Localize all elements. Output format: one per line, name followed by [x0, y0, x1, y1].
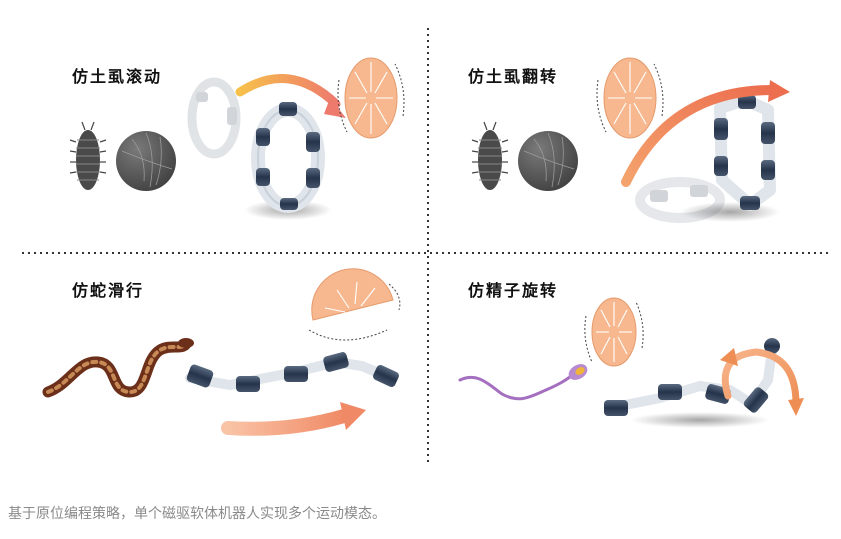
- figure: 仿土虱滚动 仿土虱翻转 仿蛇滑行 仿精子旋转: [22, 28, 832, 465]
- motion-arrow-icon: [621, 80, 790, 187]
- robot-chain-icon: [244, 102, 332, 220]
- snake-icon: [42, 338, 194, 398]
- panel-rotating: [458, 297, 804, 428]
- panel-rolling: [69, 57, 405, 220]
- panel-title-flipping: 仿土虱翻转: [468, 67, 559, 86]
- magnetization-disk-icon: [596, 57, 664, 139]
- figure-canvas: [22, 28, 832, 465]
- sperm-icon: [458, 364, 588, 401]
- robot-chain-icon: [680, 94, 780, 222]
- pill-bug-icon: [69, 121, 107, 190]
- panel-sliding: [42, 268, 401, 436]
- panel-title-sliding: 仿蛇滑行: [72, 281, 145, 300]
- robot-chain-icon: [635, 177, 725, 223]
- pill-bug-icon: [471, 121, 509, 190]
- magnetization-disk-icon: [337, 57, 405, 139]
- robot-chain-icon: [185, 352, 399, 392]
- rolled-sphere-icon: [116, 131, 176, 191]
- rolled-sphere-icon: [518, 131, 578, 191]
- panel-title-rolling: 仿土虱滚动: [72, 67, 163, 86]
- magnetization-disk-icon: [584, 297, 644, 367]
- panel-title-rotating: 仿精子旋转: [468, 281, 559, 300]
- magnetization-disk-icon: [308, 268, 401, 341]
- figure-caption: 基于原位编程策略，单个磁驱软体机器人实现多个运动模态。: [8, 506, 386, 522]
- motion-arrow-icon: [221, 402, 366, 436]
- panel-flipping: [471, 57, 790, 223]
- robot-chain-icon: [187, 77, 241, 159]
- motion-arrow-icon: [720, 348, 804, 416]
